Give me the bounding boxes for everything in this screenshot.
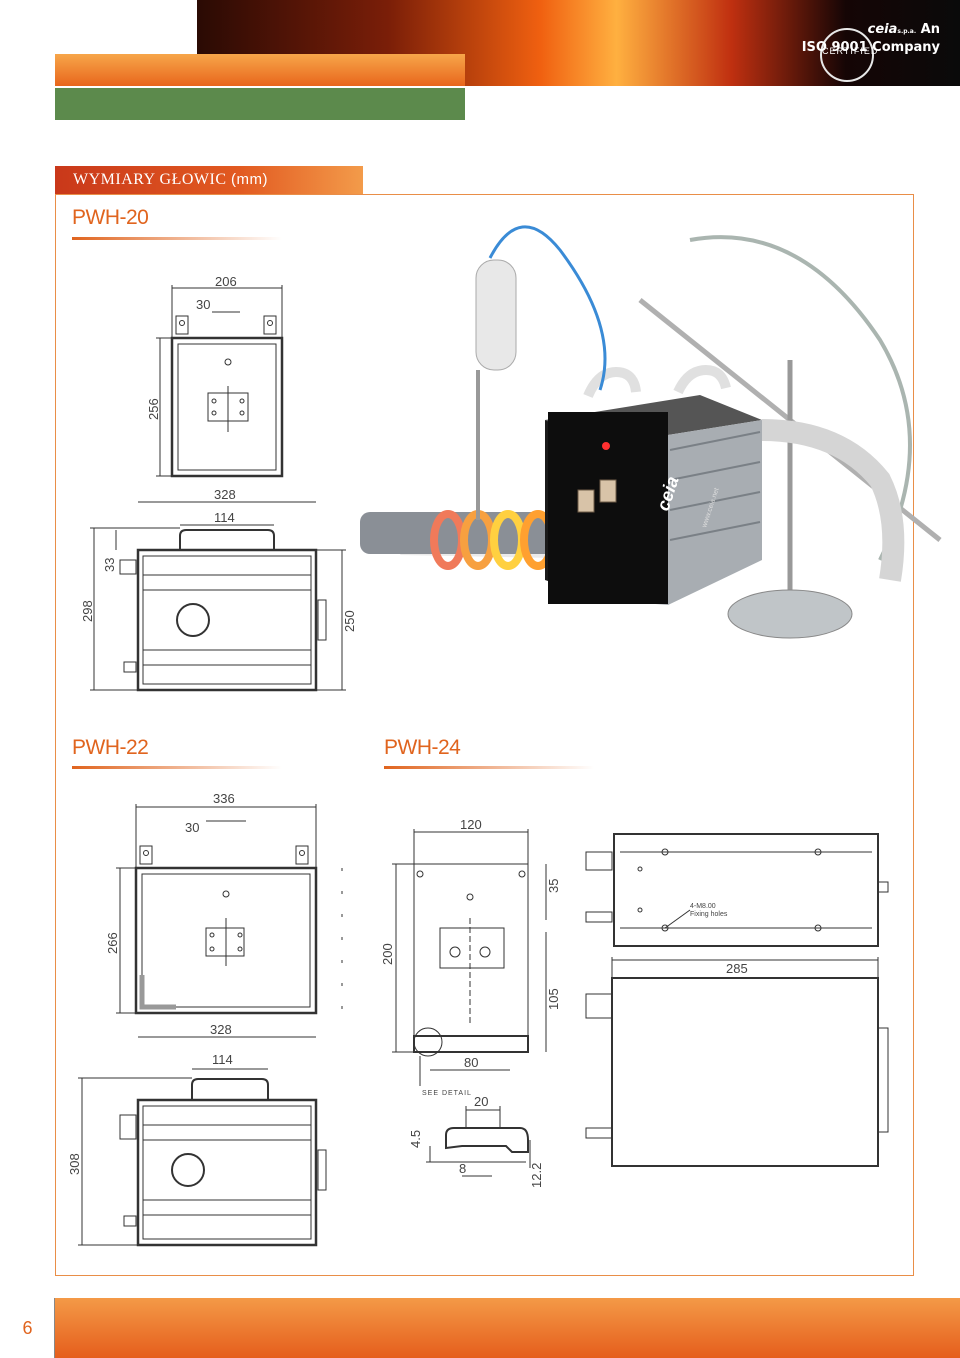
dim-pwh22-top-offset: 30 [185, 820, 199, 835]
dim-pwh20-top-height: 256 [146, 398, 161, 420]
dim-pwh24-length: 285 [726, 961, 748, 976]
dim-pwh20-height: 298 [80, 600, 95, 622]
footer-bar [55, 1298, 960, 1358]
fixing-holes-label: 4-M8.00 [690, 903, 716, 910]
section-title: WYMIARY GŁOWIC (mm) [55, 166, 363, 194]
brand-logo: ceia [867, 22, 898, 37]
dim-detail-depth: 12.2 [529, 1163, 544, 1188]
dim-pwh24-plate-bottom: 105 [546, 988, 561, 1010]
dim-pwh20-top: 33 [102, 558, 117, 572]
see-detail-label: SEE DETAIL [422, 1090, 472, 1097]
pwh20-top-view [156, 285, 284, 478]
iso-company-logo: ceias.p.a. An ISO 9001 Company [801, 22, 940, 55]
dim-detail-slot: 8 [459, 1161, 466, 1176]
pwh22-top-view [116, 804, 343, 1015]
dim-pwh22-top-width: 336 [213, 791, 235, 806]
dim-detail-height: 4.5 [408, 1130, 423, 1148]
dim-detail-width: 20 [474, 1094, 488, 1109]
footer-divider [54, 1298, 55, 1358]
title-underline [72, 237, 282, 240]
dim-pwh22-height: 308 [67, 1153, 82, 1175]
dim-pwh22-handle: 114 [212, 1052, 233, 1067]
header-orange-bar [55, 54, 465, 86]
dim-pwh20-front-width: 328 [214, 487, 236, 502]
dim-pwh22-top-height: 266 [105, 932, 120, 954]
dim-pwh20-top-offset: 30 [196, 297, 210, 312]
pwh24-plate-view [392, 829, 547, 1086]
fixing-holes-sublabel: Fixing holes [690, 911, 728, 918]
dim-pwh20-handle: 114 [214, 510, 235, 525]
model-title-pwh24: PWH-24 [384, 736, 461, 759]
title-underline [72, 766, 282, 769]
pwh22-front-view [78, 1036, 327, 1247]
dim-pwh24-plate-base: 80 [464, 1055, 478, 1070]
model-title-pwh20: PWH-20 [72, 206, 149, 229]
dim-pwh20-top-width: 206 [215, 274, 237, 289]
content-frame [55, 194, 914, 1276]
dim-pwh24-plate-height: 200 [380, 943, 395, 965]
dim-pwh24-plate-width: 120 [460, 817, 482, 832]
product-photo: ceia www.ceia.net [360, 225, 942, 639]
header-green-bar [55, 88, 465, 120]
pwh24-side-views [585, 833, 889, 1167]
pwh20-front-view [90, 501, 346, 692]
dim-pwh22-front-width: 328 [210, 1022, 232, 1037]
page-number: 6 [22, 1318, 33, 1338]
dim-pwh24-plate-top: 35 [546, 879, 561, 893]
pwh24-detail-view [426, 1106, 531, 1177]
dim-pwh20-side: 250 [342, 610, 357, 632]
certified-seal: CERTIFIED [820, 28, 877, 82]
title-underline [384, 766, 594, 769]
model-title-pwh22: PWH-22 [72, 736, 149, 759]
